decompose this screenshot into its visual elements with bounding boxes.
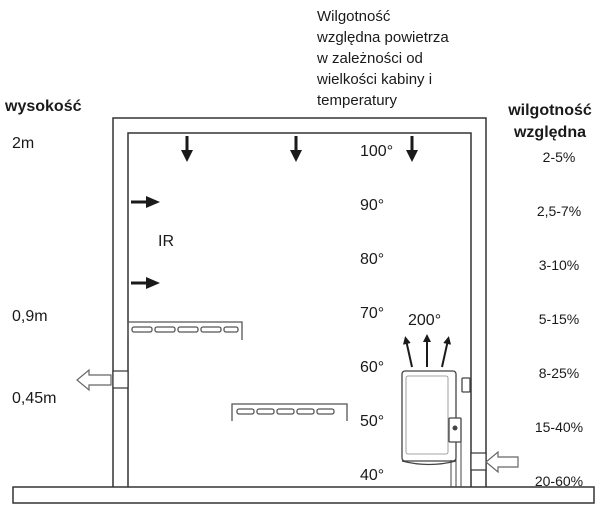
height-label-0-45m: 0,45m	[12, 390, 57, 407]
height-heading: wysokość	[5, 98, 82, 115]
humidity-label-70: 5-15%	[538, 311, 580, 327]
temperature-label-40: 40°	[360, 467, 385, 484]
intake-vent	[470, 452, 487, 471]
humidity-label-90: 2,5-7%	[536, 203, 582, 219]
lower-bench	[231, 403, 348, 421]
heater-temperature-label: 200°	[408, 312, 442, 329]
humidity-label-40: 20-60%	[534, 473, 584, 489]
temperature-label-60: 60°	[360, 359, 385, 376]
sauna-walls	[112, 117, 487, 487]
temperature-label-100: 100°	[360, 143, 394, 160]
temperature-label-70: 70°	[360, 305, 385, 322]
diagram-caption: Wilgotność względna powietrza w zależnoś…	[317, 8, 449, 109]
humidity-label-60: 8-25%	[538, 365, 580, 381]
humidity-label-100: 2-5%	[542, 149, 576, 165]
sauna-heater	[401, 370, 471, 487]
heat-rising-arrows	[402, 334, 452, 368]
temperature-label-50: 50°	[360, 413, 385, 430]
height-label-0-9m: 0,9m	[12, 308, 48, 325]
humidity-label-80: 3-10%	[538, 257, 580, 273]
humidity-heading: wilgotność względna	[508, 102, 592, 141]
height-label-2m: 2m	[12, 135, 35, 152]
ir-arrows	[131, 196, 160, 289]
ir-label: IR	[158, 233, 174, 250]
temperature-label-90: 90°	[360, 197, 385, 214]
humidity-label-50: 15-40%	[534, 419, 584, 435]
exhaust-air-arrow	[76, 368, 112, 392]
exhaust-vent	[112, 370, 129, 389]
temperature-label-80: 80°	[360, 251, 385, 268]
sauna-floor	[12, 486, 595, 504]
ceiling-down-arrows	[181, 136, 418, 162]
intake-air-arrow	[485, 450, 519, 474]
upper-bench	[127, 321, 243, 340]
